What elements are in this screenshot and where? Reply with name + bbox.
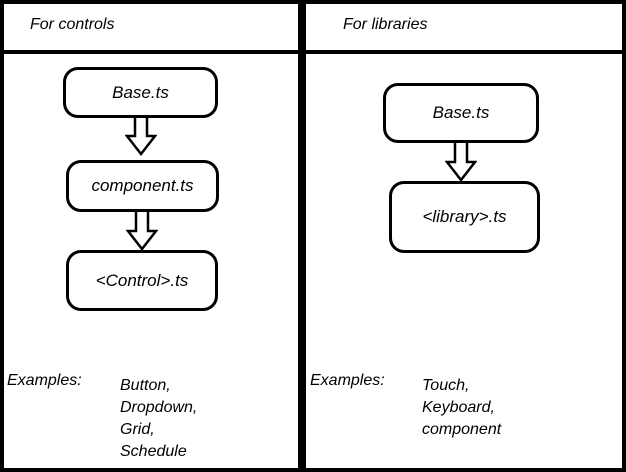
example-item: component [422, 421, 502, 438]
arrow-down-icon [445, 140, 477, 182]
example-item: Dropdown, [120, 399, 198, 416]
examples-list-controls: Button, Dropdown, Grid, Schedule [120, 375, 197, 463]
example-item: Grid, [120, 421, 155, 438]
arrow-down-icon [125, 114, 157, 156]
examples-list-libraries: Touch, Keyboard, component [422, 375, 501, 441]
examples-label-libraries: Examples: [310, 372, 385, 389]
arrow-down-icon [126, 209, 158, 251]
header-separator-line [4, 50, 622, 54]
node-base-ts-controls: Base.ts [63, 67, 218, 118]
example-item: Keyboard, [422, 399, 495, 416]
node-base-ts-libraries: Base.ts [383, 83, 539, 143]
node-component-ts: component.ts [66, 160, 219, 212]
example-item: Schedule [120, 443, 187, 460]
panel-divider [298, 4, 306, 468]
example-item: Touch, [422, 377, 470, 394]
example-item: Button, [120, 377, 171, 394]
node-library-ts: <library>.ts [389, 181, 540, 253]
examples-label-controls: Examples: [7, 372, 82, 389]
panel-title-controls: For controls [30, 16, 115, 33]
panel-title-libraries: For libraries [343, 16, 428, 33]
node-control-ts: <Control>.ts [66, 250, 218, 311]
